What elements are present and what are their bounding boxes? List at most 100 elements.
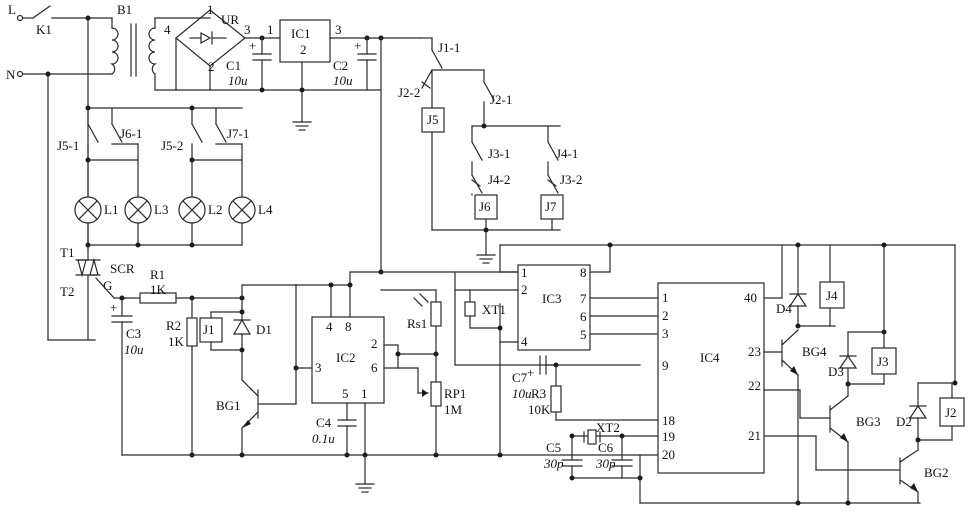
label-J7: J7: [545, 199, 557, 214]
label-ic4p1: 1: [662, 290, 669, 305]
label-D3: D3: [828, 364, 844, 379]
label-C1v: 10u: [228, 73, 248, 88]
label-J5_2: J5-2: [161, 138, 183, 153]
label-R1: R1: [150, 267, 165, 282]
label-ic2p4: 4: [326, 319, 333, 334]
label-ic3p4: 4: [521, 334, 528, 349]
label-L1: L1: [104, 202, 118, 217]
label-G: G: [103, 278, 112, 293]
label-C2: C2: [333, 58, 348, 73]
label-R2: R2: [166, 318, 181, 333]
label-R3: R3: [531, 386, 546, 401]
label-RP1v: 1M: [444, 402, 463, 417]
label-C5v: 30p: [543, 456, 564, 471]
photoresistor-rp1: [381, 290, 441, 455]
label-J2_2: J2-2: [398, 85, 420, 100]
label-D4: D4: [776, 301, 792, 316]
label-R3v: 10K: [528, 402, 551, 417]
label-BG2: BG2: [924, 465, 949, 480]
microcontroller-ic4: [658, 245, 900, 473]
label-ic4p2: 2: [662, 308, 669, 323]
label-J4_1: J4-1: [556, 146, 578, 161]
label-ic2p6: 6: [371, 360, 378, 375]
label-ic1p1: 1: [267, 22, 274, 37]
label-C7: C7: [512, 370, 528, 385]
label-C3: C3: [126, 326, 141, 341]
label-XT2: XT2: [596, 420, 620, 435]
label-ic3p7: 7: [580, 291, 587, 306]
driver-bg1: [187, 285, 312, 458]
label-IC1: IC1: [291, 26, 311, 41]
label-L3: L3: [154, 202, 168, 217]
label-c2-plus: +: [354, 38, 361, 53]
label-C1: C1: [226, 58, 241, 73]
label-ur2: 2: [208, 59, 215, 74]
label-ic4p3: 3: [662, 326, 669, 341]
label-J5: J5: [427, 112, 439, 127]
label-C6: C6: [598, 440, 614, 455]
label-J1_1: J1-1: [438, 40, 460, 55]
label-UR: UR: [221, 12, 239, 27]
label-J3_2: J3-2: [560, 172, 582, 187]
label-L2: L2: [208, 202, 222, 217]
label-T2: T2: [60, 284, 74, 299]
label-ic4p18: 18: [662, 413, 675, 428]
label-ur4: 4: [164, 22, 171, 37]
label-R1v: 1K: [150, 282, 167, 297]
label-J6: J6: [479, 199, 491, 214]
label-ur3: 3: [244, 22, 251, 37]
label-ic2p2: 2: [371, 336, 378, 351]
label-ic3p6: 6: [580, 309, 587, 324]
triac-scr: [76, 245, 125, 340]
label-C2v: 10u: [333, 73, 353, 88]
label-C7v: 10u: [512, 386, 532, 401]
component-labels: L N K1 B1 UR 1 2 3 4 1 + C1 10u IC1 2 3 …: [6, 2, 957, 480]
label-J4_2: J4-2: [488, 172, 510, 187]
label-BG1: BG1: [216, 398, 241, 413]
label-C5: C5: [546, 440, 561, 455]
label-IC2: IC2: [336, 350, 356, 365]
label-J2_1: J2-1: [490, 92, 512, 107]
label-ic3p5: 5: [580, 327, 587, 342]
label-c3-plus: +: [110, 300, 117, 315]
label-L: L: [8, 2, 16, 17]
label-D1: D1: [256, 322, 272, 337]
label-J4: J4: [826, 288, 838, 303]
label-ic2p8: 8: [345, 319, 352, 334]
label-ic2p1: 1: [361, 386, 368, 401]
label-ic3p8: 8: [580, 265, 587, 280]
label-c1-plus: +: [249, 38, 256, 53]
label-ic4p22: 22: [748, 378, 761, 393]
label-C3v: 10u: [124, 342, 144, 357]
label-J6_1: J6-1: [120, 126, 142, 141]
label-J3: J3: [877, 354, 889, 369]
label-ic4p21: 21: [748, 428, 761, 443]
label-BG3: BG3: [856, 414, 881, 429]
label-J1: J1: [203, 322, 215, 337]
label-T1: T1: [60, 245, 74, 260]
label-ur1: 1: [207, 2, 214, 17]
label-J2: J2: [945, 405, 957, 420]
label-RP1: RP1: [444, 386, 466, 401]
label-D2: D2: [896, 414, 912, 429]
label-J3_1: J3-1: [488, 146, 510, 161]
label-ic3p2: 2: [521, 282, 528, 297]
label-IC3: IC3: [542, 291, 562, 306]
label-R2v: 1K: [168, 334, 185, 349]
label-BG4: BG4: [802, 344, 827, 359]
label-K1: K1: [36, 22, 52, 37]
label-J7_1: J7-1: [227, 126, 249, 141]
label-ic3p1: 1: [521, 265, 528, 280]
label-SCR: SCR: [110, 261, 135, 276]
label-B1: B1: [117, 2, 132, 17]
label-L4: L4: [258, 202, 273, 217]
label-C4v: 0.1u: [312, 431, 335, 446]
label-ic2p3: 3: [315, 360, 322, 375]
label-Rs1: Rs1: [407, 316, 427, 331]
label-C4: C4: [316, 415, 332, 430]
label-ic4p19: 19: [662, 429, 675, 444]
label-XT1: XT1: [482, 302, 506, 317]
label-ic4p23: 23: [748, 344, 761, 359]
label-C6v: 30p: [595, 456, 616, 471]
